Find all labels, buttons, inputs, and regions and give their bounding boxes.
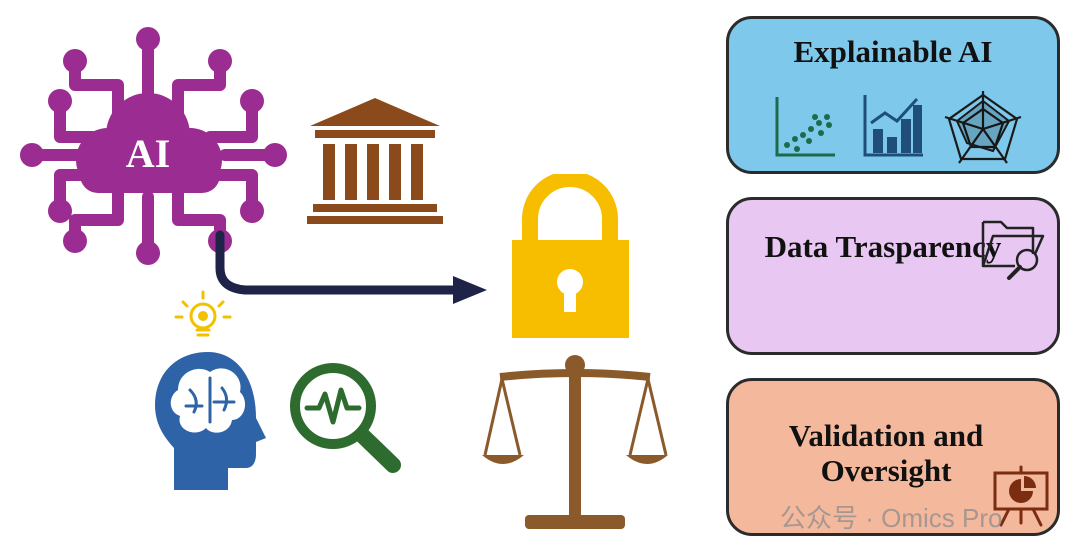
radar-chart-icon	[944, 91, 1022, 164]
flow-arrow	[215, 230, 487, 304]
watermark: 公众号 · Omics Pro	[780, 503, 1003, 533]
justice-scale-icon	[482, 355, 668, 529]
bar-chart-icon	[863, 95, 923, 157]
ai-network-icon: AI	[20, 27, 287, 265]
institution-building-icon	[307, 98, 443, 224]
folder-search-icon	[981, 220, 1045, 280]
brain-head-icon	[155, 352, 266, 490]
explainable-ai-panel: Explainable AI	[726, 16, 1060, 174]
presentation-board-icon	[993, 465, 1049, 527]
lightbulb-icon	[174, 290, 232, 337]
data-transparency-title: Data Trasparency	[764, 229, 1002, 264]
validation-oversight-title: Validation and Oversight	[788, 418, 984, 488]
validation-oversight-panel: Validation and Oversight	[726, 378, 1060, 536]
ai-label: AI	[126, 131, 170, 176]
scatter-plot-icon	[775, 97, 835, 157]
explainable-ai-title: Explainable AI	[793, 34, 993, 69]
padlock-icon	[512, 174, 629, 338]
magnifier-pulse-icon	[290, 363, 401, 473]
data-transparency-panel: Data Trasparency	[726, 197, 1060, 355]
